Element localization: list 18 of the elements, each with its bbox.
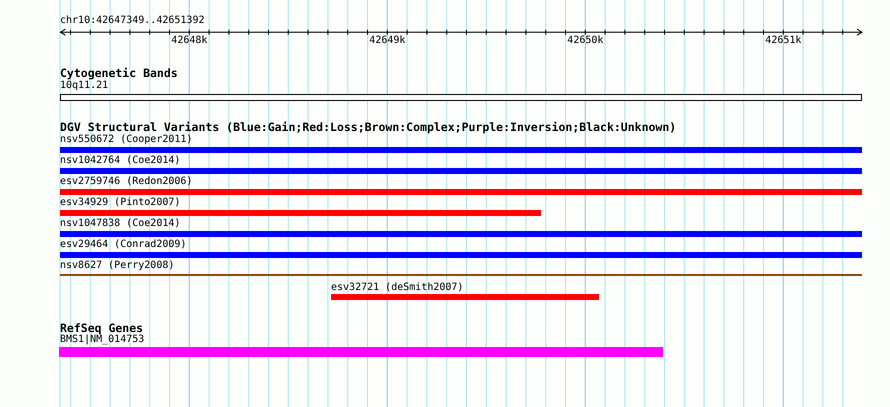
scale-tick-label: 42648k	[171, 35, 208, 47]
track-title: DGV Structural Variants (Blue:Gain;Red:Loss;Brown:Complex;Purple:Inversion;Black:Unknown)	[60, 120, 676, 134]
track-title: RefSeq Genes	[60, 321, 144, 335]
variant-label: esv29464 (Conrad2009)	[60, 239, 186, 251]
coordinate-label: chr10:42647349..42651392	[60, 15, 204, 27]
gene-label: BMS1|NM_014753	[60, 334, 144, 346]
variant-label: nsv1047838 (Coe2014)	[60, 218, 180, 230]
variant-label: nsv550672 (Cooper2011)	[60, 134, 192, 146]
variant-label: esv34929 (Pinto2007)	[60, 197, 180, 209]
scale-tick-label: 42651k	[765, 35, 802, 47]
variant-label: esv32721 (deSmith2007)	[331, 282, 464, 294]
scale-tick-label: 42649k	[369, 35, 406, 47]
variant-label: nsv8627 (Perry2008)	[60, 260, 174, 272]
scale-tick-label: 42650k	[567, 35, 604, 47]
variant-label: esv2759746 (Redon2006)	[60, 176, 192, 188]
band-label: 10q11.21	[60, 80, 108, 92]
variant-label: nsv1042764 (Coe2014)	[60, 155, 180, 167]
track-title: Cytogenetic Bands	[60, 66, 178, 80]
